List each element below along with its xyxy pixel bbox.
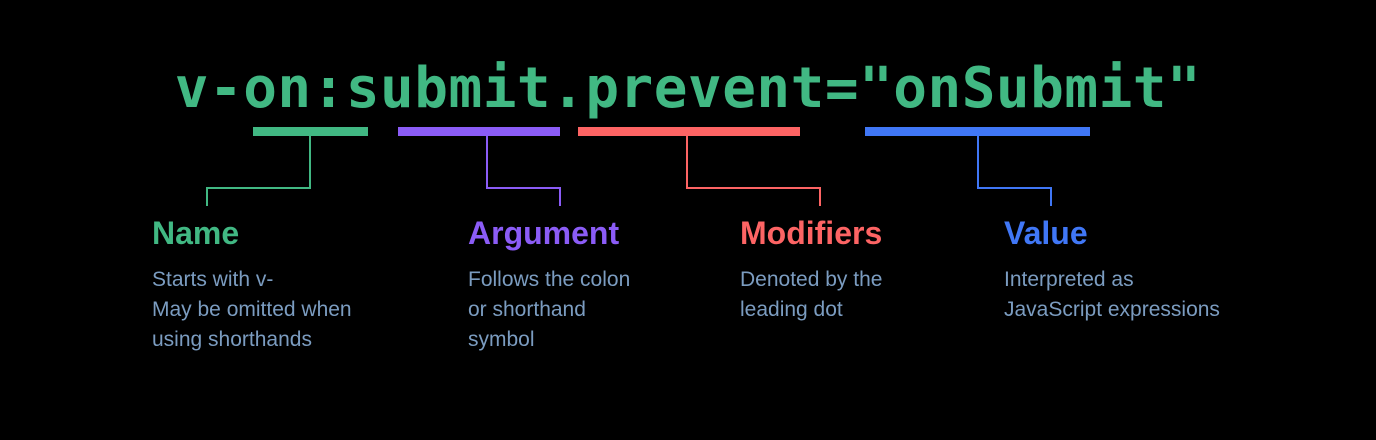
- underline-bar-name: [253, 127, 368, 136]
- part-title-modifiers: Modifiers: [740, 215, 883, 251]
- connector-argument: [486, 136, 561, 206]
- underline-bar-argument: [398, 127, 560, 136]
- part-title-argument: Argument: [468, 215, 620, 251]
- part-block-modifiers: Modifiers Denoted by the leading dot: [740, 215, 990, 325]
- directive-code-line: v-on:submit.prevent="onSubmit": [174, 56, 1202, 121]
- connector-modifiers: [686, 136, 821, 206]
- part-description-value: Interpreted as JavaScript expressions: [1004, 268, 1220, 322]
- underline-bar-modifiers: [578, 127, 800, 136]
- underline-bar-value: [865, 127, 1090, 136]
- part-description-modifiers: Denoted by the leading dot: [740, 268, 883, 322]
- part-description-argument: Follows the colon or shorthand symbol: [468, 268, 631, 352]
- part-block-name: Name Starts with v- May be omitted when …: [152, 215, 442, 355]
- part-block-argument: Argument Follows the colon or shorthand …: [468, 215, 718, 355]
- part-title-value: Value: [1004, 215, 1088, 251]
- part-description-name: Starts with v- May be omitted when using…: [152, 268, 352, 352]
- part-block-value: Value Interpreted as JavaScript expressi…: [1004, 215, 1324, 325]
- connector-value: [977, 136, 1052, 206]
- part-title-name: Name: [152, 215, 240, 251]
- connector-name: [206, 136, 311, 206]
